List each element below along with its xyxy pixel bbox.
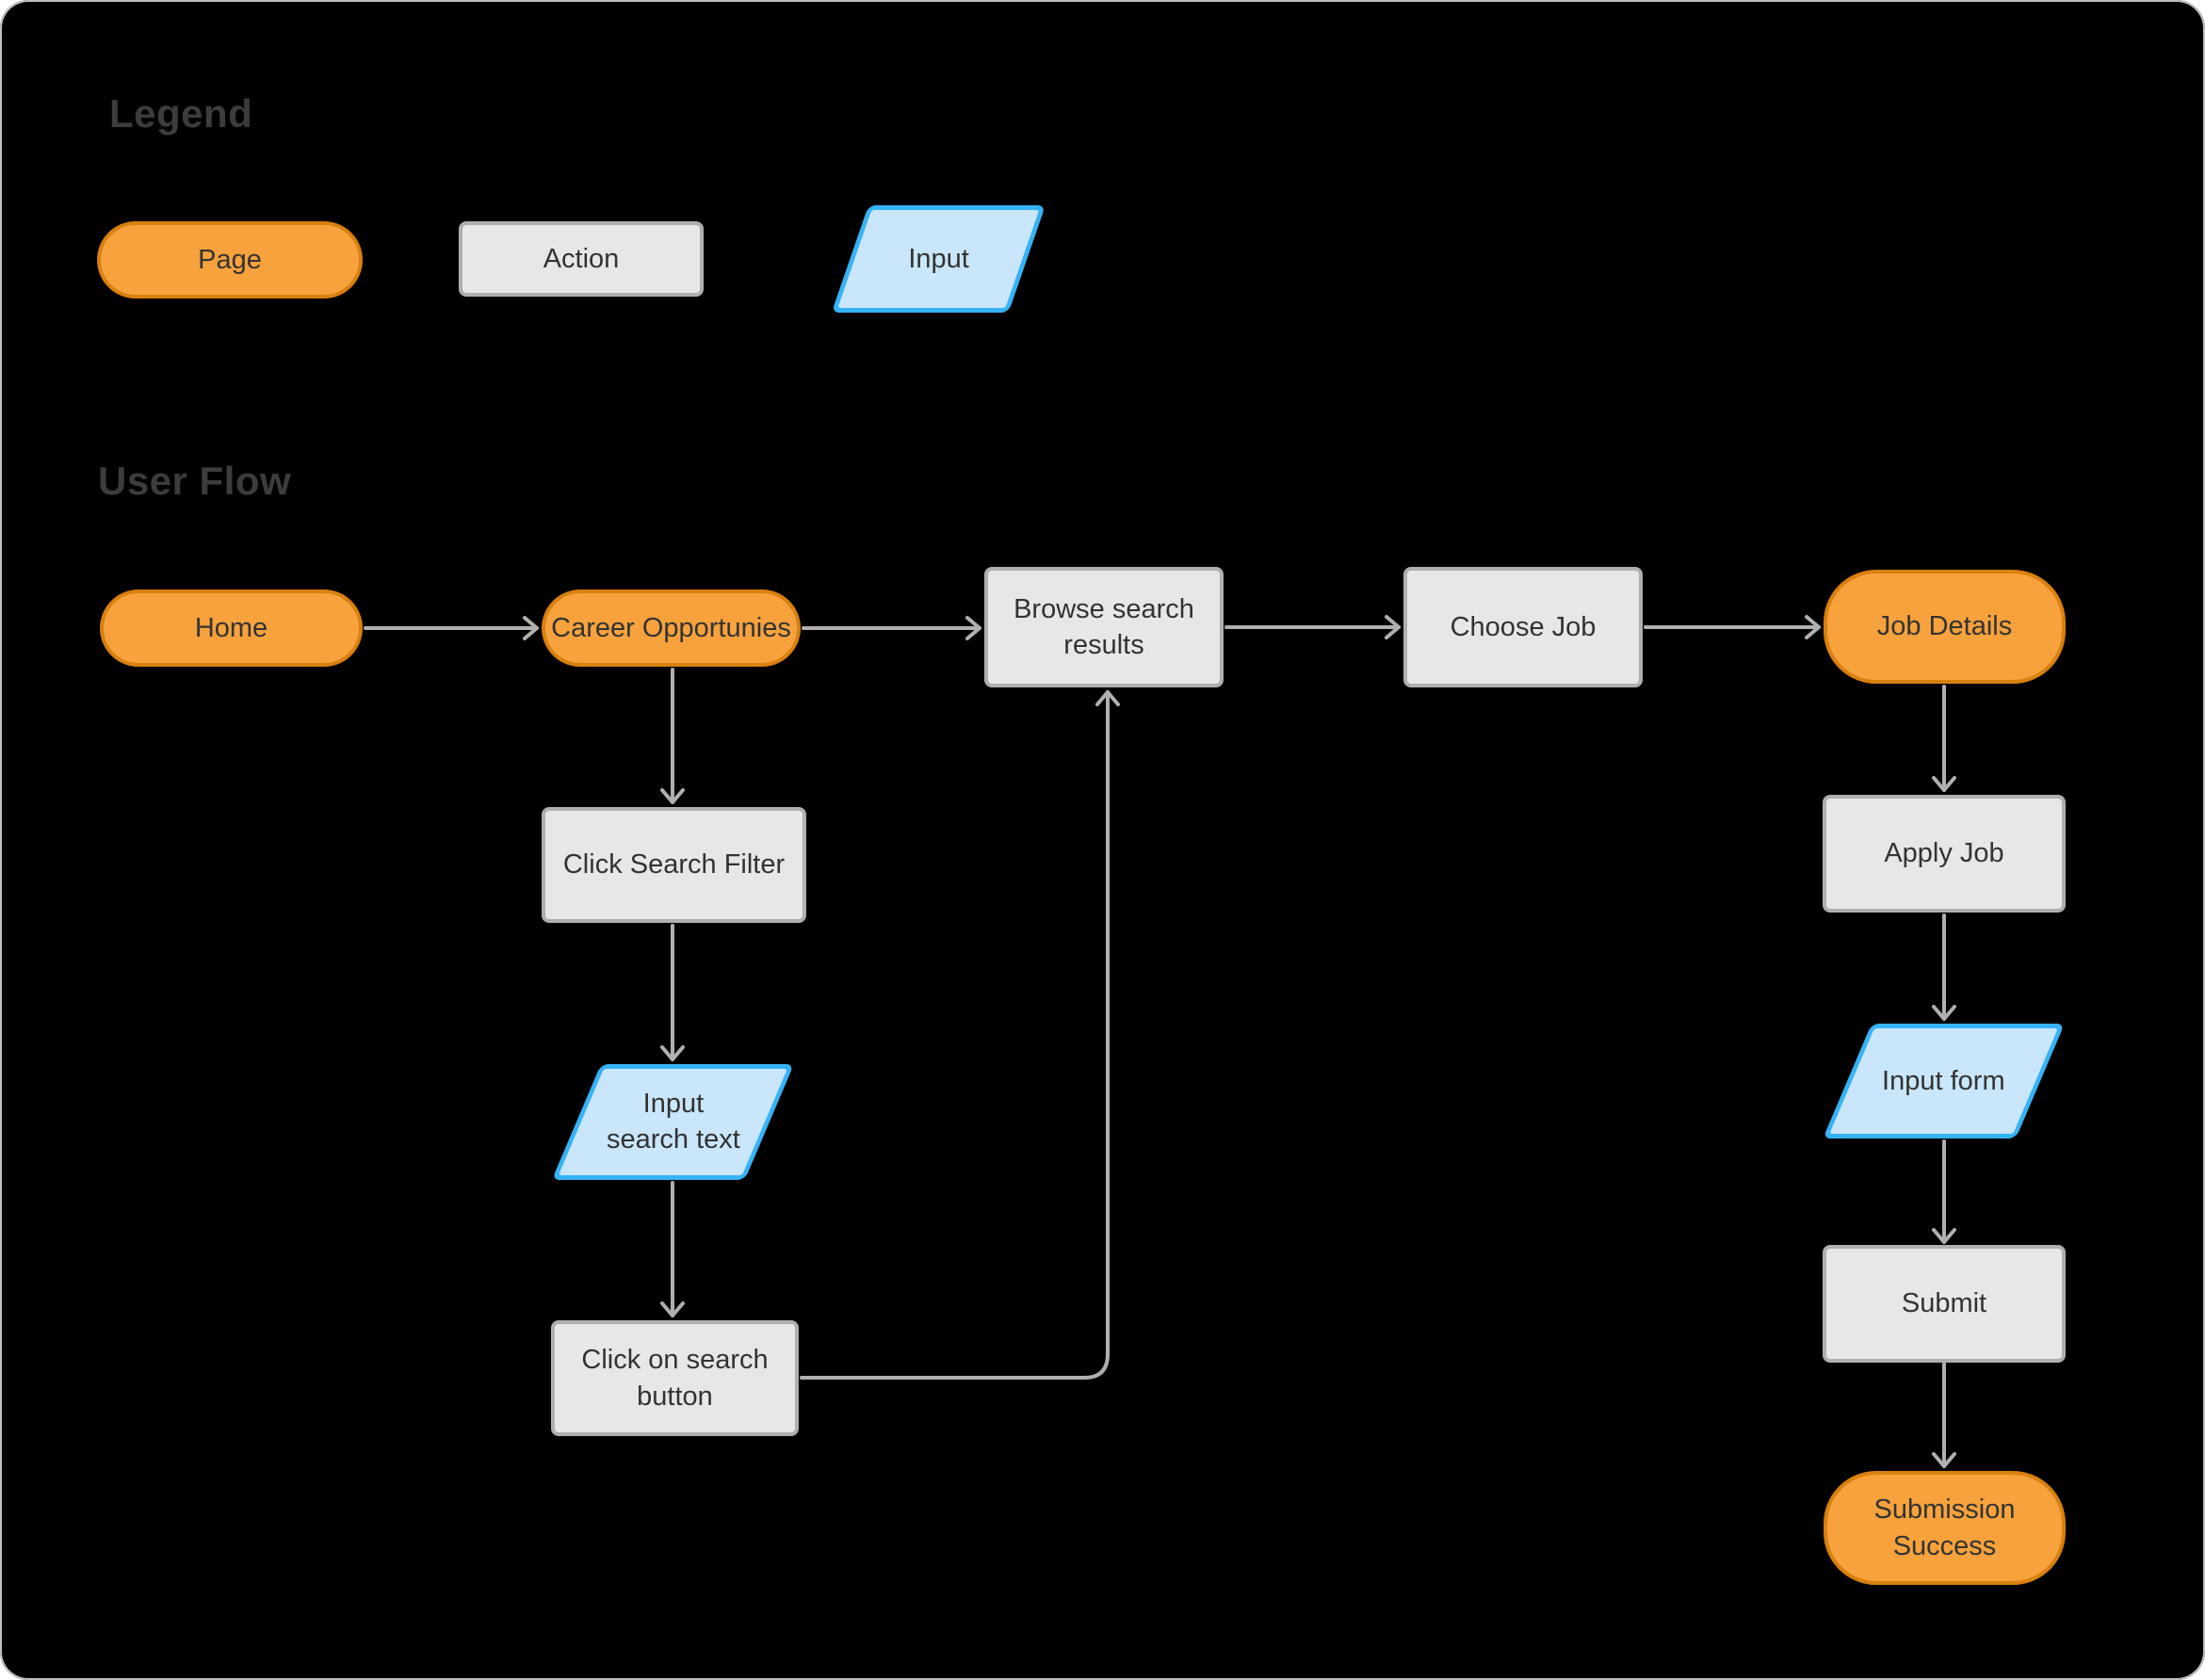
flow-node-input-form-label: Input form xyxy=(1882,1065,2005,1096)
flow-node-browse-search-results[interactable]: Browse search results xyxy=(984,567,1224,687)
flow-node-submission-success[interactable]: Submission Success xyxy=(1824,1471,2066,1585)
flow-node-choose-job[interactable]: Choose Job xyxy=(1403,567,1643,687)
flow-node-submit[interactable]: Submit xyxy=(1823,1245,2066,1363)
flow-node-submit-label: Submit xyxy=(1901,1288,1987,1319)
flow-node-career-opportunies[interactable]: Career Opportunies xyxy=(542,590,801,667)
flow-node-click-search-filter[interactable]: Click Search Filter xyxy=(542,807,806,923)
legend-shape-input[interactable]: Input xyxy=(831,205,1046,313)
legend-shape-page[interactable]: Page xyxy=(97,221,363,299)
flow-node-click-search-button[interactable]: Click on search button xyxy=(551,1320,799,1436)
legend-shape-action[interactable]: Action xyxy=(459,221,704,297)
flow-node-click-search-button-label: Click on search button xyxy=(581,1345,769,1412)
flow-node-career-opportunies-label: Career Opportunies xyxy=(551,612,791,643)
flow-node-apply-job-label: Apply Job xyxy=(1884,838,2004,869)
edge-click-search-button-browse xyxy=(800,690,1120,1380)
legend-shape-action-label: Action xyxy=(543,243,620,274)
user-flow-title: User Flow xyxy=(98,459,292,503)
flow-node-job-details[interactable]: Job Details xyxy=(1824,570,2066,684)
flow-node-input-search-text-label: Input search text xyxy=(606,1089,740,1155)
flow-node-home-label: Home xyxy=(194,612,268,643)
flow-node-browse-search-results-label: Browse search results xyxy=(1013,593,1194,660)
flow-node-click-search-filter-label: Click Search Filter xyxy=(562,849,786,880)
flow-node-apply-job[interactable]: Apply Job xyxy=(1823,795,2066,913)
flow-node-job-details-label: Job Details xyxy=(1876,611,2013,642)
legend-title: Legend xyxy=(109,91,253,136)
flow-node-submission-success-label: Submission Success xyxy=(1873,1494,2016,1561)
legend-shape-input-label: Input xyxy=(908,243,969,274)
legend-shape-page-label: Page xyxy=(198,244,262,275)
flow-node-home[interactable]: Home xyxy=(100,590,363,667)
flow-node-choose-job-label: Choose Job xyxy=(1450,611,1597,642)
